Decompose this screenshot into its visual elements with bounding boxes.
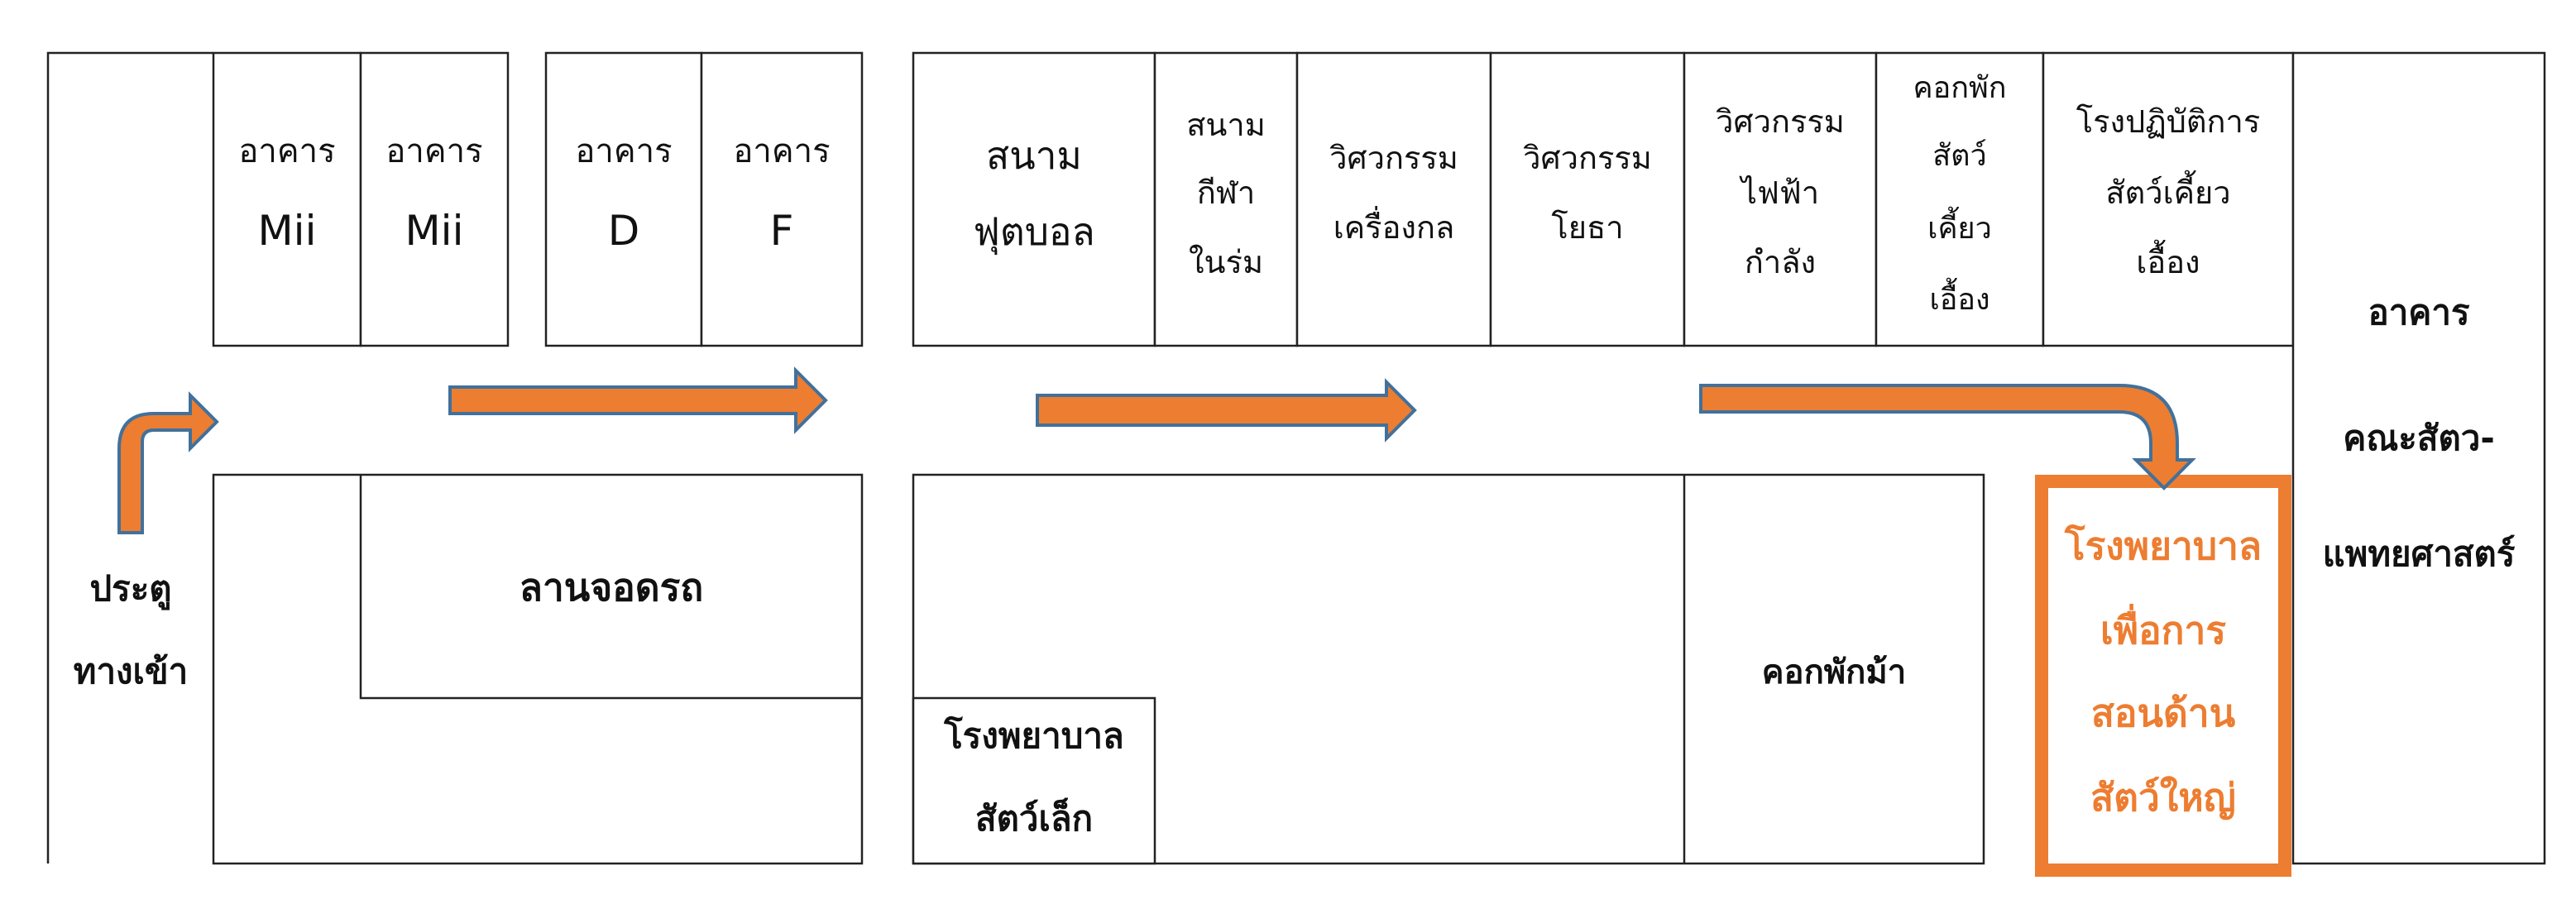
vet-faculty-building <box>2291 51 2546 865</box>
label-mii-2: อาคาร Mii <box>385 132 482 255</box>
label-building-f: อาคาร F <box>733 132 830 255</box>
label-ruminant-pen: คอกพัก สัตว์ เคี้ยว เอื้อง <box>1913 71 2006 317</box>
civil-engineering <box>1489 51 1686 347</box>
label-vet-faculty-line-2: คณะสัตว- <box>2343 418 2495 458</box>
arrow-right-2 <box>1036 378 1417 443</box>
label-ruminant-lab-line-3: เอื้อง <box>2136 239 2200 280</box>
label-ruminant-pen-line-4: เอื้อง <box>1929 277 1989 317</box>
ruminant-pen <box>1875 51 2045 347</box>
indoor-stadium <box>1153 51 1299 347</box>
label-power-engineering: วิศวกรรม ไฟฟ้า กำลัง <box>1716 103 1845 280</box>
label-entrance-line-1: ประตู <box>89 568 171 610</box>
label-mii-1-line-2: Mii <box>258 207 317 255</box>
label-entrance-line-2: ทางเข้า <box>74 651 188 691</box>
label-indoor-stadium-line-2: กีฬา <box>1197 175 1255 211</box>
label-mii-1-line-1: อาคาร <box>238 132 335 170</box>
label-power-line-1: วิศวกรรม <box>1716 103 1845 140</box>
label-building-f-line-2: F <box>770 207 794 255</box>
building-mii-2 <box>359 51 510 347</box>
label-mii-2-line-2: Mii <box>405 207 464 255</box>
large-animal-hospital-highlight <box>2035 475 2291 877</box>
arrow-entrance-turn <box>117 391 219 534</box>
power-engineering <box>1683 51 1878 347</box>
label-power-line-2: ไฟฟ้า <box>1739 175 1819 211</box>
label-large-animal-line-4: สัตว์ใหญ่ <box>2090 775 2236 820</box>
label-vet-faculty: อาคาร คณะสัตว- แพทยศาสตร์ <box>2323 292 2516 574</box>
label-vet-faculty-line-1: อาคาร <box>2368 292 2469 333</box>
label-football-field: สนาม ฟุตบอล <box>973 133 1094 256</box>
label-parking-lot: ลานจอดรถ <box>520 565 703 610</box>
label-football-field-line-1: สนาม <box>986 133 1082 178</box>
label-small-animal-line-2: สัตว์เล็ก <box>975 797 1093 839</box>
label-ruminant-pen-line-1: คอกพัก <box>1913 71 2006 105</box>
label-mii-2-line-1: อาคาร <box>385 132 482 170</box>
label-building-d-line-2: D <box>608 207 640 255</box>
label-mechanical-line-1: วิศวกรรม <box>1329 140 1458 176</box>
building-d <box>544 51 703 347</box>
label-power-line-3: กำลัง <box>1745 244 1816 280</box>
label-ruminant-lab-line-2: สัตว์เคี้ยว <box>2105 170 2230 211</box>
building-mii-1 <box>212 51 362 347</box>
small-animal-hospital <box>912 696 1156 865</box>
label-horse-stable: คอกพักม้า <box>1762 653 1906 691</box>
label-ruminant-pen-line-3: เคี้ยว <box>1927 206 1992 246</box>
label-civil-engineering: วิศวกรรม โยธา <box>1523 140 1652 246</box>
label-large-animal-line-1: โรงพยาบาล <box>2064 524 2262 568</box>
label-building-d: อาคาร D <box>575 132 672 255</box>
mechanical-engineering <box>1295 51 1492 347</box>
label-indoor-stadium-line-3: ในร่ม <box>1189 244 1263 280</box>
label-small-animal-line-1: โรงพยาบาล <box>943 715 1124 756</box>
label-indoor-stadium: สนาม กีฬา ในร่ม <box>1186 107 1266 280</box>
label-football-field-line-2: ฟุตบอล <box>973 209 1094 256</box>
label-indoor-stadium-line-1: สนาม <box>1186 107 1266 143</box>
label-ruminant-lab-line-1: โรงปฏิบัติการ <box>2076 103 2261 140</box>
label-small-animal-hospital: โรงพยาบาล สัตว์เล็ก <box>943 715 1124 839</box>
label-large-animal-hospital: โรงพยาบาล เพื่อการ สอนด้าน สัตว์ใหญ่ <box>2064 524 2262 820</box>
label-large-animal-line-3: สอนด้าน <box>2091 691 2236 735</box>
label-mechanical-engineering: วิศวกรรม เครื่องกล <box>1329 140 1458 246</box>
label-mii-1: อาคาร Mii <box>238 132 335 255</box>
label-civil-line-1: วิศวกรรม <box>1523 140 1652 176</box>
arrow-turn-down <box>1699 384 2196 490</box>
label-civil-line-2: โยธา <box>1551 209 1623 246</box>
label-building-d-line-1: อาคาร <box>575 132 672 170</box>
label-large-animal-line-2: เพื่อการ <box>2100 604 2226 653</box>
label-vet-faculty-line-3: แพทยศาสตร์ <box>2323 533 2516 574</box>
building-f <box>700 51 864 347</box>
parking-lot-border <box>359 475 862 700</box>
arrow-right-1 <box>448 366 828 434</box>
label-mechanical-line-2: เครื่องกล <box>1333 206 1455 246</box>
label-ruminant-lab: โรงปฏิบัติการ สัตว์เคี้ยว เอื้อง <box>2076 103 2261 280</box>
label-entrance-gate: ประตู ทางเข้า <box>74 568 188 691</box>
football-field <box>912 51 1156 347</box>
label-ruminant-pen-line-2: สัตว์ <box>1932 139 1987 173</box>
label-building-f-line-1: อาคาร <box>733 132 830 170</box>
left-boundary-line <box>46 51 213 864</box>
parking-area-outer <box>212 473 864 865</box>
